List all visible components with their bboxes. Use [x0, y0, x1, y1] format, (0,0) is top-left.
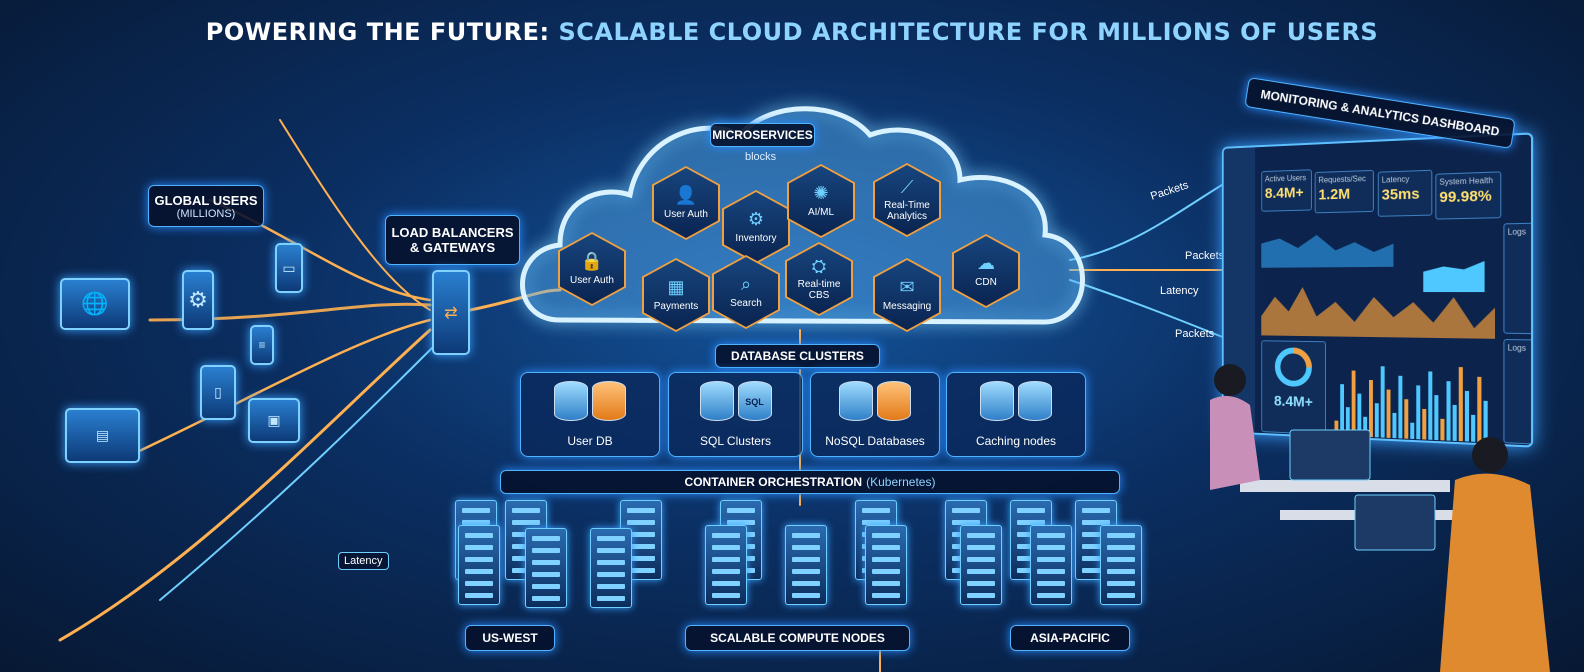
gear-icon: ⚙	[748, 210, 764, 230]
server-rack-icon	[590, 528, 632, 608]
server-rack-icon	[705, 525, 747, 605]
server-rack-icon	[865, 525, 907, 605]
region-us-west: US-WEST	[465, 625, 555, 651]
stat-active-users: Active Users8.4M+	[1261, 169, 1312, 212]
server-rack-icon	[785, 525, 827, 605]
db-nosql: NoSQL Databases	[810, 372, 940, 457]
packets-tag: Packets	[1185, 250, 1224, 262]
server-rack-icon	[960, 525, 1002, 605]
person-body	[1440, 474, 1550, 672]
compute-nodes-label: SCALABLE COMPUTE NODES	[685, 625, 910, 651]
database-icon	[1018, 381, 1052, 421]
server-rack-icon	[458, 525, 500, 605]
database-icon: SQL	[738, 381, 772, 421]
person-head	[1472, 437, 1508, 473]
latency-tag: Latency	[338, 552, 389, 570]
global-users-label: GLOBAL USERS(MILLIONS)	[148, 185, 264, 227]
db-cache: Caching nodes	[946, 372, 1086, 457]
database-icon	[700, 381, 734, 421]
phone-icon: ≡	[250, 325, 274, 365]
database-icon	[877, 381, 911, 421]
laptop-globe-icon: 🌐	[60, 278, 130, 330]
stat-latency: Latency35ms	[1378, 170, 1433, 217]
database-icon	[554, 381, 588, 421]
laptop-icon	[1355, 495, 1435, 550]
user-icon: 👤	[675, 186, 697, 206]
person-body	[1210, 396, 1260, 490]
database-icon	[839, 381, 873, 421]
stat-requests: Requests/Sec1.2M	[1315, 170, 1374, 213]
region-asia-pacific: ASIA-PACIFIC	[1010, 625, 1130, 651]
tablet-icon: ▭	[275, 243, 303, 293]
database-icon	[592, 381, 626, 421]
server-rack-icon	[1030, 525, 1072, 605]
engineers-illustration	[1180, 360, 1584, 672]
gateway-device-icon: ⇄	[432, 270, 470, 355]
load-balancers-label: LOAD BALANCERS& GATEWAYS	[385, 215, 520, 265]
box-icon: ▦	[667, 278, 684, 298]
trend-icon: ⟋	[901, 178, 914, 198]
mail-icon: ✉	[899, 278, 914, 298]
search-icon: ⌕	[741, 275, 751, 295]
tablet-icon: ▯	[200, 365, 236, 420]
container-orchestration-bar: CONTAINER ORCHESTRATION(Kubernetes)	[500, 470, 1120, 494]
db-sql: SQLSQL Clusters	[668, 372, 803, 457]
sql-badge: SQL	[739, 396, 771, 408]
logs-panel: Logs	[1503, 223, 1533, 334]
latency-tag: Latency	[1160, 285, 1199, 297]
server-rack-icon	[525, 528, 567, 608]
desk	[1240, 480, 1450, 492]
network-icon: ⛭	[812, 257, 826, 277]
cloud-icon: ☁	[977, 254, 995, 274]
line-chart	[1261, 219, 1495, 338]
flow-line	[60, 330, 430, 640]
packets-tag: Packets	[1175, 328, 1214, 340]
person-head	[1214, 364, 1246, 396]
server-rack-icon	[1100, 525, 1142, 605]
laptop-icon	[1290, 430, 1370, 480]
database-icon	[980, 381, 1014, 421]
db-user: User DB	[520, 372, 660, 457]
tablet-icon: ▣	[248, 398, 300, 443]
lock-icon: 🔒	[581, 252, 603, 272]
database-clusters-label: DATABASE CLUSTERS	[715, 344, 880, 368]
stat-health: System Health99.98%	[1435, 171, 1501, 219]
laptop-icon: ▤	[65, 408, 140, 463]
brain-icon: ✺	[813, 184, 828, 204]
blocks-label: blocks	[745, 151, 776, 163]
microservices-label: MICROSERVICES	[710, 123, 815, 147]
phone-icon: ⚙	[182, 270, 214, 330]
